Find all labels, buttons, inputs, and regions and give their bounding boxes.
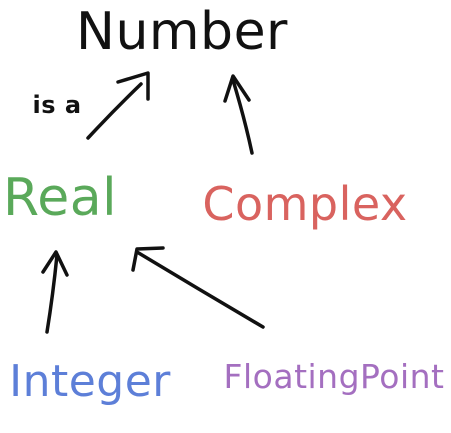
edge-floatingpoint-to-real — [131, 246, 265, 329]
node-complex: Complex — [202, 177, 407, 231]
edge-label-is-a: is a — [32, 91, 81, 119]
node-number: Number — [76, 2, 288, 62]
node-floatingpoint: FloatingPoint — [224, 357, 445, 396]
edge-real-to-number — [86, 71, 150, 140]
node-real: Real — [3, 168, 117, 228]
node-integer: Integer — [9, 356, 171, 407]
edge-complex-to-number — [223, 74, 254, 155]
edge-integer-to-real — [41, 250, 69, 334]
